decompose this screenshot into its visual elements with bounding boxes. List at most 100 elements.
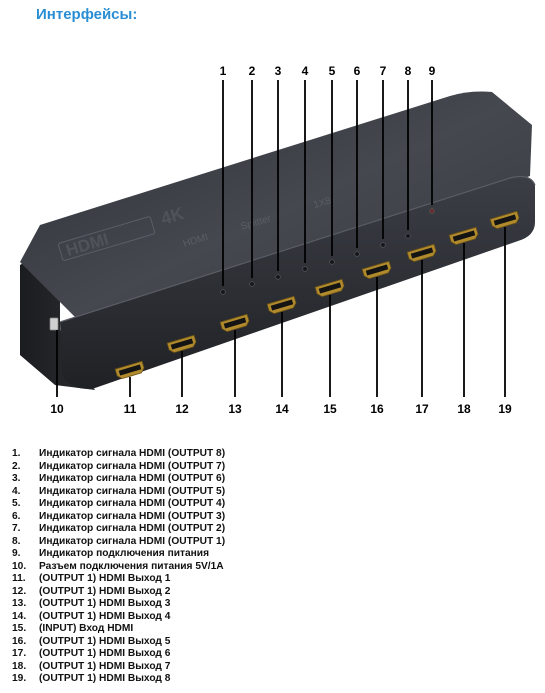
hdmi-port-19 [489, 210, 520, 230]
legend-item-number: 3. [12, 473, 21, 484]
legend-item-text: Индикатор сигнала HDMI (OUTPUT 1) [39, 535, 226, 547]
legend-item-text: (OUTPUT 1) HDMI Выход 7 [39, 660, 171, 672]
callout-label-13: 13 [228, 402, 242, 416]
legend-item-text: Индикатор сигнала HDMI (OUTPUT 3) [39, 510, 226, 522]
hdmi-port-18 [448, 226, 479, 246]
legend-item-text: (OUTPUT 1) HDMI Выход 6 [39, 648, 171, 659]
hdmi-port-17 [406, 243, 437, 263]
legend-item-number: 11. [12, 573, 26, 584]
led-indicator-7 [380, 242, 386, 248]
legend-list: 1. Индикатор сигнала HDMI (OUTPUT 8) 2. Инд… [12, 448, 225, 686]
led-indicator-8 [405, 233, 411, 239]
legend-item: 10. Разъем подключения питания 5V/1A [12, 561, 225, 574]
legend-item: 4. Индикатор сигнала HDMI (OUTPUT 5) [12, 486, 225, 499]
legend-item-number: 16. [12, 635, 27, 647]
callout-label-3: 3 [275, 64, 282, 78]
callout-label-11: 11 [124, 402, 137, 416]
legend-item: 15. (INPUT) Вход HDMI [12, 623, 225, 636]
legend-item-number: 1. [12, 448, 21, 459]
legend-item-number: 8. [12, 535, 21, 547]
legend-item-text: Индикатор сигнала HDMI (OUTPUT 4) [39, 498, 226, 509]
legend-item-number: 7. [12, 523, 21, 534]
legend-item-number: 14. [12, 610, 27, 622]
hdmi-port-16 [361, 260, 392, 280]
legend-item-text: (OUTPUT 1) HDMI Выход 5 [39, 635, 171, 647]
callout-label-9: 9 [429, 64, 436, 78]
legend-item: 8. Индикатор сигнала HDMI (OUTPUT 1) [12, 536, 225, 549]
callout-label-7: 7 [380, 64, 387, 78]
legend-item-text: Индикатор сигнала HDMI (OUTPUT 7) [39, 460, 226, 472]
legend-item-text: (OUTPUT 1) HDMI Выход 1 [39, 573, 171, 584]
callout-label-6: 6 [354, 64, 361, 78]
splitter-device: HDMI 4K HDMI Splitter 1X8 [20, 91, 536, 390]
callout-label-8: 8 [405, 64, 412, 78]
callout-label-17: 17 [415, 402, 429, 416]
hdmi-ports [114, 210, 520, 380]
hdmi-port-15 [314, 278, 345, 298]
legend-item-text: (OUTPUT 1) HDMI Выход 3 [39, 598, 171, 609]
hdmi-port-13 [219, 313, 250, 333]
legend-item-number: 5. [12, 498, 21, 509]
led-indicator-6 [354, 251, 360, 257]
callout-label-1: 1 [220, 64, 227, 78]
callout-label-2: 2 [249, 64, 256, 78]
device-1x8-marking: 1X8 [312, 195, 333, 211]
legend-item-number: 9. [12, 548, 21, 559]
legend-item: 12. (OUTPUT 1) HDMI Выход 2 [12, 586, 225, 599]
legend-item: 6. Индикатор сигнала HDMI (OUTPUT 3) [12, 511, 225, 524]
callout-label-10: 10 [50, 402, 64, 416]
legend-item-number: 18. [12, 660, 27, 672]
legend-item-text: Индикатор сигнала HDMI (OUTPUT 8) [39, 448, 226, 459]
legend-item-number: 17. [12, 648, 27, 659]
led-indicator-2 [249, 281, 255, 287]
legend-item-number: 4. [12, 485, 21, 497]
legend-item-text: Индикатор сигнала HDMI (OUTPUT 2) [39, 523, 226, 534]
legend-item: 19. (OUTPUT 1) HDMI Выход 8 [12, 673, 225, 686]
led-indicators [220, 208, 435, 295]
hdmi-port-12 [166, 334, 197, 354]
legend-item-text: Индикатор сигнала HDMI (OUTPUT 6) [39, 473, 226, 484]
led-indicator-4 [302, 266, 308, 272]
callout-label-15: 15 [323, 402, 337, 416]
legend-item-number: 12. [12, 585, 27, 597]
callout-label-5: 5 [329, 64, 336, 78]
legend-item: 5. Индикатор сигнала HDMI (OUTPUT 4) [12, 498, 225, 511]
led-indicator-1 [220, 289, 226, 295]
legend-item: 14. (OUTPUT 1) HDMI Выход 4 [12, 611, 225, 624]
power-socket [49, 317, 59, 331]
page-title: Интерфейсы: [36, 6, 138, 23]
led-indicator-5 [329, 259, 335, 265]
legend-item: 9. Индикатор подключения питания [12, 548, 225, 561]
legend-item-text: Индикатор подключения питания [39, 548, 210, 559]
device-top-face [20, 91, 532, 337]
legend-item-text: Индикатор сигнала HDMI (OUTPUT 5) [39, 485, 226, 497]
legend-item-number: 2. [12, 460, 21, 472]
legend-item: 16. (OUTPUT 1) HDMI Выход 5 [12, 636, 225, 649]
led-indicator-9 [429, 208, 435, 214]
legend-item-number: 6. [12, 510, 21, 522]
hdmi-port-14 [266, 295, 297, 315]
legend-item-number: 10. [12, 560, 27, 572]
legend-item: 11. (OUTPUT 1) HDMI Выход 1 [12, 573, 225, 586]
legend-item: 1. Индикатор сигнала HDMI (OUTPUT 8) [12, 448, 225, 461]
legend-item-text: (OUTPUT 1) HDMI Выход 8 [39, 673, 171, 684]
device-top-edge-highlight [59, 175, 536, 323]
legend-item-number: 15. [12, 623, 27, 634]
legend-item: 3. Индикатор сигнала HDMI (OUTPUT 6) [12, 473, 225, 486]
legend-item: 2. Индикатор сигнала HDMI (OUTPUT 7) [12, 461, 225, 474]
legend-item-text: (OUTPUT 1) HDMI Выход 4 [39, 610, 171, 622]
callout-label-14: 14 [275, 402, 289, 416]
legend-item-text: (OUTPUT 1) HDMI Выход 2 [39, 585, 171, 597]
legend-item: 13. (OUTPUT 1) HDMI Выход 3 [12, 598, 225, 611]
legend-item-number: 19. [12, 673, 27, 684]
legend-item-text: Разъем подключения питания 5V/1A [39, 560, 224, 572]
device-front-face [60, 176, 535, 389]
callout-label-19: 19 [498, 402, 512, 416]
hdmi-port-11 [114, 360, 145, 380]
callout-label-12: 12 [175, 402, 189, 416]
legend-item-text: (INPUT) Вход HDMI [39, 623, 134, 634]
legend-item-number: 13. [12, 598, 27, 609]
legend-item: 7. Индикатор сигнала HDMI (OUTPUT 2) [12, 523, 225, 536]
legend-item: 18. (OUTPUT 1) HDMI Выход 7 [12, 661, 225, 674]
